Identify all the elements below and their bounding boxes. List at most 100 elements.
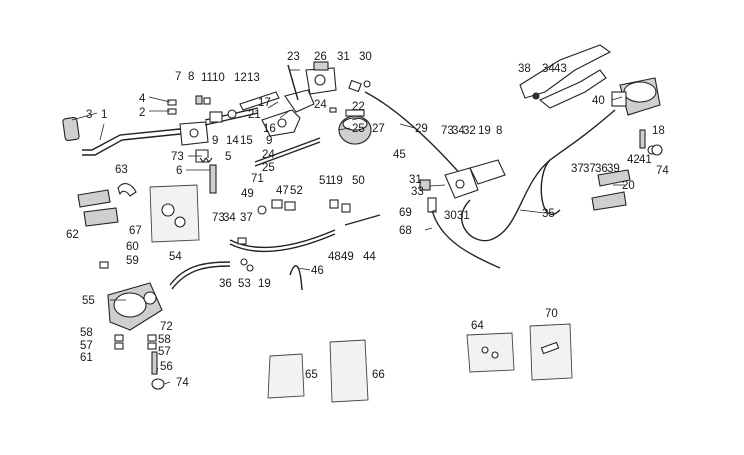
cable-46	[289, 265, 303, 291]
callout-74-b: 74	[176, 377, 189, 389]
callout-2: 2	[139, 107, 145, 119]
cap-74-right	[651, 144, 663, 156]
callout-31: 31	[337, 51, 350, 63]
callout-64: 64	[471, 320, 484, 332]
parts-artwork	[62, 44, 663, 403]
callout-16: 16	[263, 123, 276, 135]
clip-59	[99, 261, 109, 269]
callout-36-b: 36	[219, 278, 232, 290]
kit-bag-64	[466, 332, 515, 373]
callout-11: 11	[201, 72, 213, 84]
callout-19-b: 19	[478, 125, 491, 137]
pipe-54-lower	[171, 265, 231, 290]
callout-42: 42	[627, 154, 640, 166]
callout-18: 18	[652, 125, 665, 137]
regulator-part	[338, 109, 372, 145]
callout-53: 53	[238, 278, 251, 290]
callout-32: 32	[463, 125, 476, 137]
callout-50: 50	[352, 175, 365, 187]
callout-15: 15	[240, 135, 253, 147]
callout-59: 59	[126, 255, 139, 267]
callout-8: 8	[188, 71, 194, 83]
callout-37-c: 37	[240, 212, 253, 224]
callout-55: 55	[82, 295, 95, 307]
callout-21: 21	[248, 109, 261, 121]
brake-pads-part	[591, 169, 631, 211]
callout-30-b: 30	[444, 210, 457, 222]
callout-27: 27	[372, 123, 385, 135]
callout-25: 25	[262, 162, 275, 174]
callout-69: 69	[399, 207, 412, 219]
callout-68: 68	[399, 225, 412, 237]
master-cylinder-part	[611, 77, 661, 155]
hose-68	[431, 209, 501, 269]
callout-65: 65	[305, 369, 318, 381]
bolts-group-left	[167, 99, 217, 194]
kit-bag-65	[267, 353, 305, 399]
callout-57: 57	[80, 340, 93, 352]
switch-assembly-part	[419, 159, 506, 199]
callout-33: 33	[411, 186, 424, 198]
callout-70: 70	[545, 308, 558, 320]
shift-shaft-part	[195, 91, 280, 126]
small-parts-lower	[237, 237, 254, 272]
callout-labels: 1 2 3 4 5 6 7 8 9 10 11 12 13 14 15 16 1…	[66, 51, 669, 389]
callout-58-b: 58	[158, 334, 171, 346]
cable-35	[461, 109, 616, 242]
callout-43: 43	[554, 63, 567, 75]
callout-20: 20	[622, 180, 635, 192]
fitting-69	[427, 197, 437, 213]
callout-29: 29	[415, 123, 428, 135]
callout-4: 4	[139, 93, 146, 105]
callout-6: 6	[176, 165, 182, 177]
callout-45: 45	[393, 149, 406, 161]
callout-67: 67	[129, 225, 142, 237]
callout-39: 39	[607, 163, 620, 175]
callout-24-b: 24	[314, 99, 327, 111]
callout-34-b: 34	[542, 63, 555, 75]
rod-part	[254, 137, 321, 163]
callout-47: 47	[276, 185, 289, 197]
callout-9-b: 9	[266, 135, 272, 147]
callout-7: 7	[175, 71, 181, 83]
callout-37: 37	[583, 163, 596, 175]
rod-part-lower	[254, 141, 321, 167]
callout-26: 26	[314, 51, 327, 63]
callout-12: 12	[234, 72, 247, 84]
leader-lines	[71, 69, 625, 385]
callout-31-c: 31	[457, 210, 470, 222]
callout-74: 74	[656, 165, 669, 177]
ignition-coil-part	[287, 61, 337, 101]
callout-44: 44	[363, 251, 376, 263]
callout-24: 24	[262, 149, 275, 161]
callout-60: 60	[126, 241, 139, 253]
kit-bag-70	[529, 323, 573, 381]
callout-71: 71	[251, 173, 264, 185]
callout-73: 73	[171, 151, 184, 163]
pipe-54	[169, 261, 231, 286]
callout-62: 62	[66, 229, 79, 241]
callout-25-b: 25	[352, 123, 365, 135]
callout-17: 17	[258, 97, 271, 109]
callout-61: 61	[80, 352, 93, 364]
callout-1: 1	[101, 109, 107, 121]
callout-49-b: 49	[341, 251, 354, 263]
callout-19-c: 19	[330, 175, 343, 187]
cable-36	[540, 159, 561, 215]
callout-19: 19	[258, 278, 271, 290]
pads-left-part	[77, 183, 137, 227]
callout-41: 41	[639, 154, 652, 166]
callout-5: 5	[225, 151, 231, 163]
caliper-part	[107, 282, 163, 375]
cap-74-left	[151, 378, 165, 390]
gear-lever-part	[62, 116, 209, 156]
callout-54: 54	[169, 251, 182, 263]
callout-38: 38	[518, 63, 531, 75]
clutch-lever-part	[519, 44, 612, 109]
cable-29	[364, 91, 471, 186]
kit-bag-66	[329, 339, 369, 403]
callout-66: 66	[372, 369, 385, 381]
kit-contents	[161, 203, 560, 359]
callout-13: 13	[247, 72, 260, 84]
